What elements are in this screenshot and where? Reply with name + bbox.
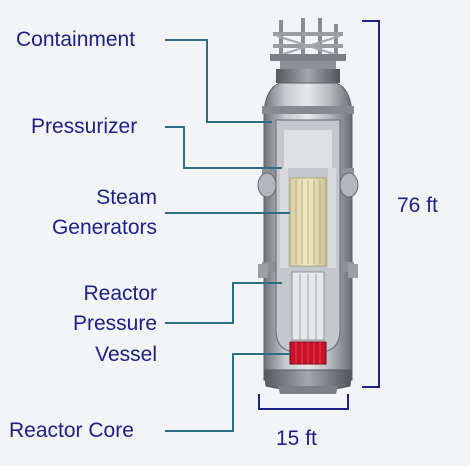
vessel-base [263, 369, 353, 394]
top-structure [270, 18, 346, 83]
label-rpv-line3: Vessel [95, 343, 157, 366]
label-rpv-line1: Reactor [83, 282, 157, 305]
width-bracket [258, 394, 349, 410]
leader-lines [165, 39, 290, 432]
label-pressurizer: Pressurizer [31, 115, 138, 138]
label-steam-generators-line2: Generators [51, 216, 157, 239]
label-rpv-line2: Pressure [72, 312, 157, 335]
width-dimension: 15 ft [276, 427, 317, 450]
label-containment: Containment [16, 28, 136, 51]
reactor-pressure-vessel [275, 119, 341, 353]
label-reactor-core: Reactor Core [9, 419, 134, 442]
dimension-brackets [258, 20, 380, 410]
leader-pressurizer [165, 126, 282, 169]
height-dimension: 76 ft [397, 194, 438, 217]
label-steam-generators-line1: Steam [96, 186, 157, 209]
height-bracket [362, 20, 380, 388]
leader-containment [165, 39, 272, 123]
reactor-core [289, 341, 327, 365]
leader-reactor-pressure-vessel [165, 282, 282, 324]
leader-reactor-core [165, 353, 290, 432]
